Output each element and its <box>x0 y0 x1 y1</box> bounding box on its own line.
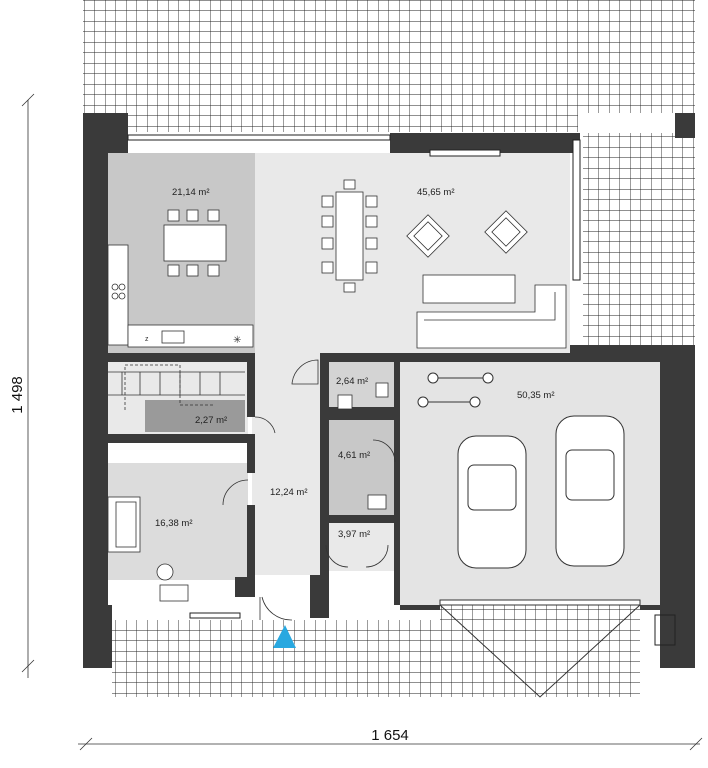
bathroom-fixtures <box>337 382 389 510</box>
wall-office-right-top <box>247 443 255 473</box>
hob-ring <box>111 283 119 291</box>
door-arc <box>365 544 389 568</box>
garage-contents <box>417 372 625 569</box>
wall-garage-lip-right <box>640 605 660 610</box>
hob-ring <box>118 283 126 291</box>
wall-hall-right <box>320 353 329 618</box>
wall-left <box>83 113 108 668</box>
wall-bottom-left <box>100 605 112 668</box>
wall-garage-top <box>320 353 670 362</box>
terrace-right <box>583 133 695 345</box>
terrace <box>83 0 695 697</box>
desk-icon <box>159 584 189 602</box>
kitchen: z ✳ <box>107 244 254 348</box>
front-door <box>259 596 293 621</box>
driveway <box>440 605 640 697</box>
wall-garage-left <box>394 362 400 605</box>
armchair-icon <box>484 210 528 254</box>
window-right <box>572 139 581 281</box>
hob-ring <box>111 292 119 300</box>
door-arc <box>222 479 249 506</box>
door-arc <box>372 439 396 463</box>
area-office: 16,38 m² <box>155 518 193 529</box>
terrace-front <box>112 620 440 697</box>
area-utility: 3,97 m² <box>338 529 370 540</box>
door-arc <box>254 416 276 434</box>
dimension-lines <box>21 93 703 751</box>
area-dining: 21,14 m² <box>172 187 210 198</box>
dimension-width: 1 654 <box>371 727 409 744</box>
chair-icon <box>156 563 174 581</box>
entrance-triangle-icon <box>273 625 296 648</box>
armchair-icon <box>406 214 450 258</box>
hob-ring <box>118 292 126 300</box>
toilet-icon <box>337 394 353 410</box>
door-arc <box>325 544 349 568</box>
wall-top-right-stub <box>675 113 695 138</box>
staircase <box>108 364 245 432</box>
wall-office-right <box>247 505 255 577</box>
wall-garage-lip <box>400 605 440 610</box>
area-garage: 50,35 m² <box>517 390 555 401</box>
svg-text:z: z <box>145 336 149 343</box>
wall-entry-left <box>235 577 255 597</box>
sofa-icon <box>416 284 567 349</box>
dimension-height: 1 498 <box>9 376 26 414</box>
windows <box>127 134 676 646</box>
wall-entry-right <box>310 575 329 618</box>
svg-text:✳: ✳ <box>233 335 241 346</box>
area-hall: 12,24 m² <box>270 487 308 498</box>
area-living: 45,65 m² <box>417 187 455 198</box>
bicycle-icon <box>417 396 481 408</box>
pillar-right <box>654 614 676 646</box>
wall-bath-bottom <box>329 515 394 523</box>
wall-top-left <box>83 113 128 153</box>
washbasin-icon <box>375 382 389 398</box>
washbasin-icon <box>367 494 387 510</box>
terrace-strip <box>128 112 578 132</box>
utility-floor <box>329 523 394 571</box>
area-labels: 21,14 m² 45,65 m² 2,64 m² 50,35 m² 2,27 … <box>155 187 555 540</box>
sink-icon <box>161 330 185 344</box>
wall-office-top <box>100 434 255 443</box>
door-arc <box>291 359 319 385</box>
dining-table-long <box>335 191 364 281</box>
office-wardrobe <box>108 443 248 463</box>
bicycle-icon <box>427 372 494 384</box>
window-office <box>189 612 241 619</box>
terrace-top <box>83 0 695 113</box>
doors <box>222 359 396 621</box>
office-furniture <box>107 496 189 602</box>
dining-table <box>163 209 227 277</box>
wall-dining-bottom <box>100 353 255 362</box>
coffee-table <box>422 274 516 304</box>
area-stairs: 2,27 m² <box>195 415 227 426</box>
window-small-top <box>429 149 501 157</box>
carport <box>439 599 641 698</box>
living-furniture <box>321 179 567 349</box>
area-bathroom: 4,61 m² <box>338 450 370 461</box>
wall-bottom-right <box>660 605 695 668</box>
wall-top-mid <box>390 133 580 153</box>
walls <box>83 113 695 668</box>
area-wc: 2,64 m² <box>336 376 368 387</box>
window-top <box>127 134 391 141</box>
wall-stairs-right <box>247 362 255 417</box>
counter-bottom <box>127 324 254 348</box>
hall-floor <box>252 353 320 575</box>
wall-wc-bottom <box>329 407 394 420</box>
utility-closet <box>330 575 392 605</box>
